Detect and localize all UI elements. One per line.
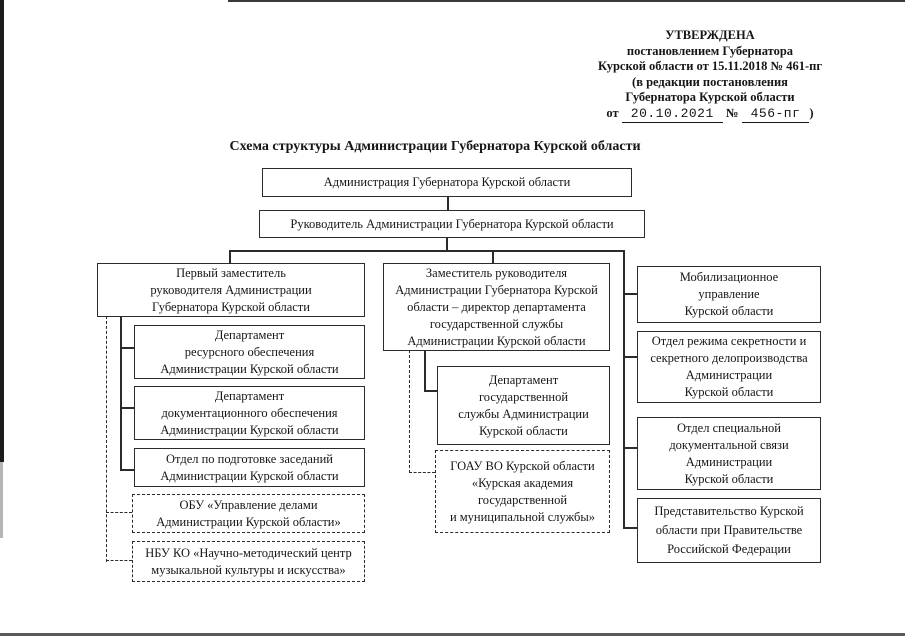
approval-number-value: 456-пг [741, 106, 810, 123]
org-box-nbu-music-center: НБУ КО «Научно-методический центр музыка… [132, 541, 365, 582]
connector-dashed-stub-nbu [106, 560, 132, 561]
connector-dashed-stub-goau [409, 472, 435, 473]
org-box-first-deputy: Первый заместитель руководителя Админист… [97, 263, 365, 317]
connector-dashed-stub-obu [106, 512, 132, 513]
org-box-deputy-director: Заместитель руководителя Администрации Г… [383, 263, 610, 351]
page-left-border-faded [0, 462, 3, 538]
org-box-goau-academy: ГОАУ ВО Курской области «Курская академи… [435, 450, 610, 533]
org-box-dept-documentation: Департамент документационного обеспечени… [134, 386, 365, 440]
connector-drop-left-column [229, 250, 231, 264]
page-title: Схема структуры Администрации Губернатор… [229, 139, 641, 154]
connector-stub-special-comm [623, 447, 637, 449]
connector-mid-elbow-vertical [424, 350, 426, 392]
connector-root-to-head [447, 197, 449, 210]
page-bottom-border [0, 633, 905, 636]
approval-closing-paren: ) [809, 106, 814, 120]
org-box-administration: Администрация Губернатора Курской област… [262, 168, 632, 197]
connector-main-horizontal [229, 250, 625, 252]
org-box-secrecy-dept: Отдел режима секретности и секретного де… [637, 331, 821, 403]
org-box-head: Руководитель Администрации Губернатора К… [259, 210, 645, 238]
org-box-representation: Представительство Курской области при Пр… [637, 498, 821, 563]
page-left-border [0, 0, 4, 462]
connector-drop-middle-column [492, 250, 494, 264]
connector-stub-mobilization [623, 293, 637, 295]
connector-head-drop [446, 238, 448, 252]
org-box-special-comm-dept: Отдел специальной документальной связи А… [637, 417, 821, 490]
approval-numero-sign: № [725, 106, 739, 120]
connector-stub-dept-documentation [120, 407, 134, 409]
connector-left-dashed-spine [106, 316, 107, 562]
connector-left-spine [120, 316, 122, 471]
org-box-dept-civil-service: Департамент государственной службы Админ… [437, 366, 610, 445]
org-box-obu-management: ОБУ «Управление делами Администрации Кур… [132, 494, 365, 533]
approval-stamp-footer: от 20.10.2021 № 456-пг) [558, 106, 862, 123]
org-box-dept-sessions: Отдел по подготовке заседаний Администра… [134, 448, 365, 487]
page-top-border [228, 0, 905, 2]
org-box-mobilization: Мобилизационное управление Курской облас… [637, 266, 821, 323]
approval-stamp: УТВЕРЖДЕНА постановлением Губернатора Ку… [597, 28, 823, 104]
connector-stub-dept-resource [120, 347, 134, 349]
connector-mid-elbow-horizontal [424, 390, 437, 392]
connector-stub-representation [623, 527, 637, 529]
approval-date-value: 20.10.2021 [621, 106, 723, 123]
org-box-dept-resource: Департамент ресурсного обеспечения Админ… [134, 325, 365, 379]
connector-right-spine [623, 250, 625, 529]
connector-stub-secrecy [623, 356, 637, 358]
connector-mid-dashed-spine [409, 350, 410, 473]
approval-date-prefix: от [606, 106, 619, 120]
connector-stub-dept-sessions [120, 469, 134, 471]
